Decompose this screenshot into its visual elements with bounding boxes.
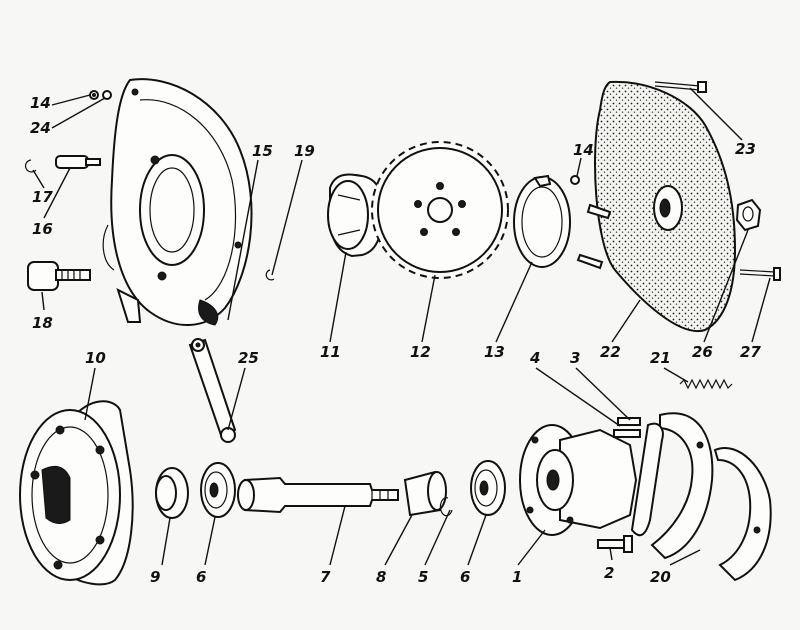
part-12-sprocket	[371, 141, 509, 279]
callout-26: 26	[692, 343, 713, 361]
callout-10: 10	[85, 349, 106, 367]
callout-21: 21	[650, 349, 671, 367]
part-7-axle	[237, 476, 399, 514]
part-27-screw	[739, 267, 781, 281]
part-14-nut-right	[570, 175, 580, 185]
part-16-pin	[55, 155, 101, 169]
callout-12: 12	[410, 343, 431, 361]
callout-2: 2	[604, 564, 614, 582]
callout-25: 25	[238, 349, 259, 367]
part-25-brake-lever	[188, 338, 237, 443]
part-6-bearing-right	[470, 460, 506, 516]
callout-6-right: 6	[460, 568, 470, 586]
part-3-stud	[617, 417, 641, 426]
part-10-brake-drum	[19, 400, 134, 586]
callout-3: 3	[570, 349, 580, 367]
callout-20: 20	[650, 568, 671, 586]
callout-1: 1	[512, 568, 522, 586]
part-19-circlip	[265, 269, 275, 281]
callout-labels: 14 24 17 16 18 15 19 11 12 13 14 23 22 2…	[30, 94, 761, 586]
callout-22: 22	[600, 343, 621, 361]
part-18-cam	[27, 261, 91, 291]
callout-27: 27	[740, 343, 761, 361]
callout-15: 15	[252, 142, 273, 160]
callout-13: 13	[484, 343, 505, 361]
part-20-brake-shoes	[630, 412, 772, 582]
callout-16: 16	[32, 220, 53, 238]
part-6-bearing-left	[200, 462, 236, 518]
callout-14-right: 14	[573, 141, 594, 159]
part-14-nut	[89, 90, 99, 100]
leader-lines	[32, 87, 771, 566]
part-8-sleeve	[403, 470, 447, 517]
part-13-lock-ring	[513, 174, 571, 268]
part-1-hub-flange	[519, 424, 638, 536]
callout-8: 8	[376, 568, 386, 586]
callout-24: 24	[30, 119, 51, 137]
callout-4: 4	[529, 349, 540, 367]
part-5-circlip	[439, 497, 453, 517]
callout-17: 17	[32, 188, 53, 206]
callout-9: 9	[150, 568, 160, 586]
part-26-nut	[735, 198, 762, 232]
callout-5: 5	[418, 568, 428, 586]
callout-19: 19	[294, 142, 315, 160]
callout-7: 7	[320, 568, 331, 586]
part-4-stud	[613, 429, 641, 438]
callout-23: 23	[735, 140, 756, 158]
part-2-bolt	[597, 535, 633, 553]
callout-14: 14	[30, 94, 51, 112]
part-22-chain-cover	[576, 80, 737, 333]
part-21-spring	[679, 378, 733, 390]
part-9-spacer	[155, 467, 189, 519]
callout-6-left: 6	[196, 568, 206, 586]
part-24-washer	[102, 90, 112, 100]
part-17-circlip	[25, 159, 37, 173]
part-23-screw	[654, 81, 707, 93]
part-15-backing-plate	[102, 78, 253, 326]
callout-11: 11	[320, 343, 341, 361]
callout-18: 18	[32, 314, 53, 332]
